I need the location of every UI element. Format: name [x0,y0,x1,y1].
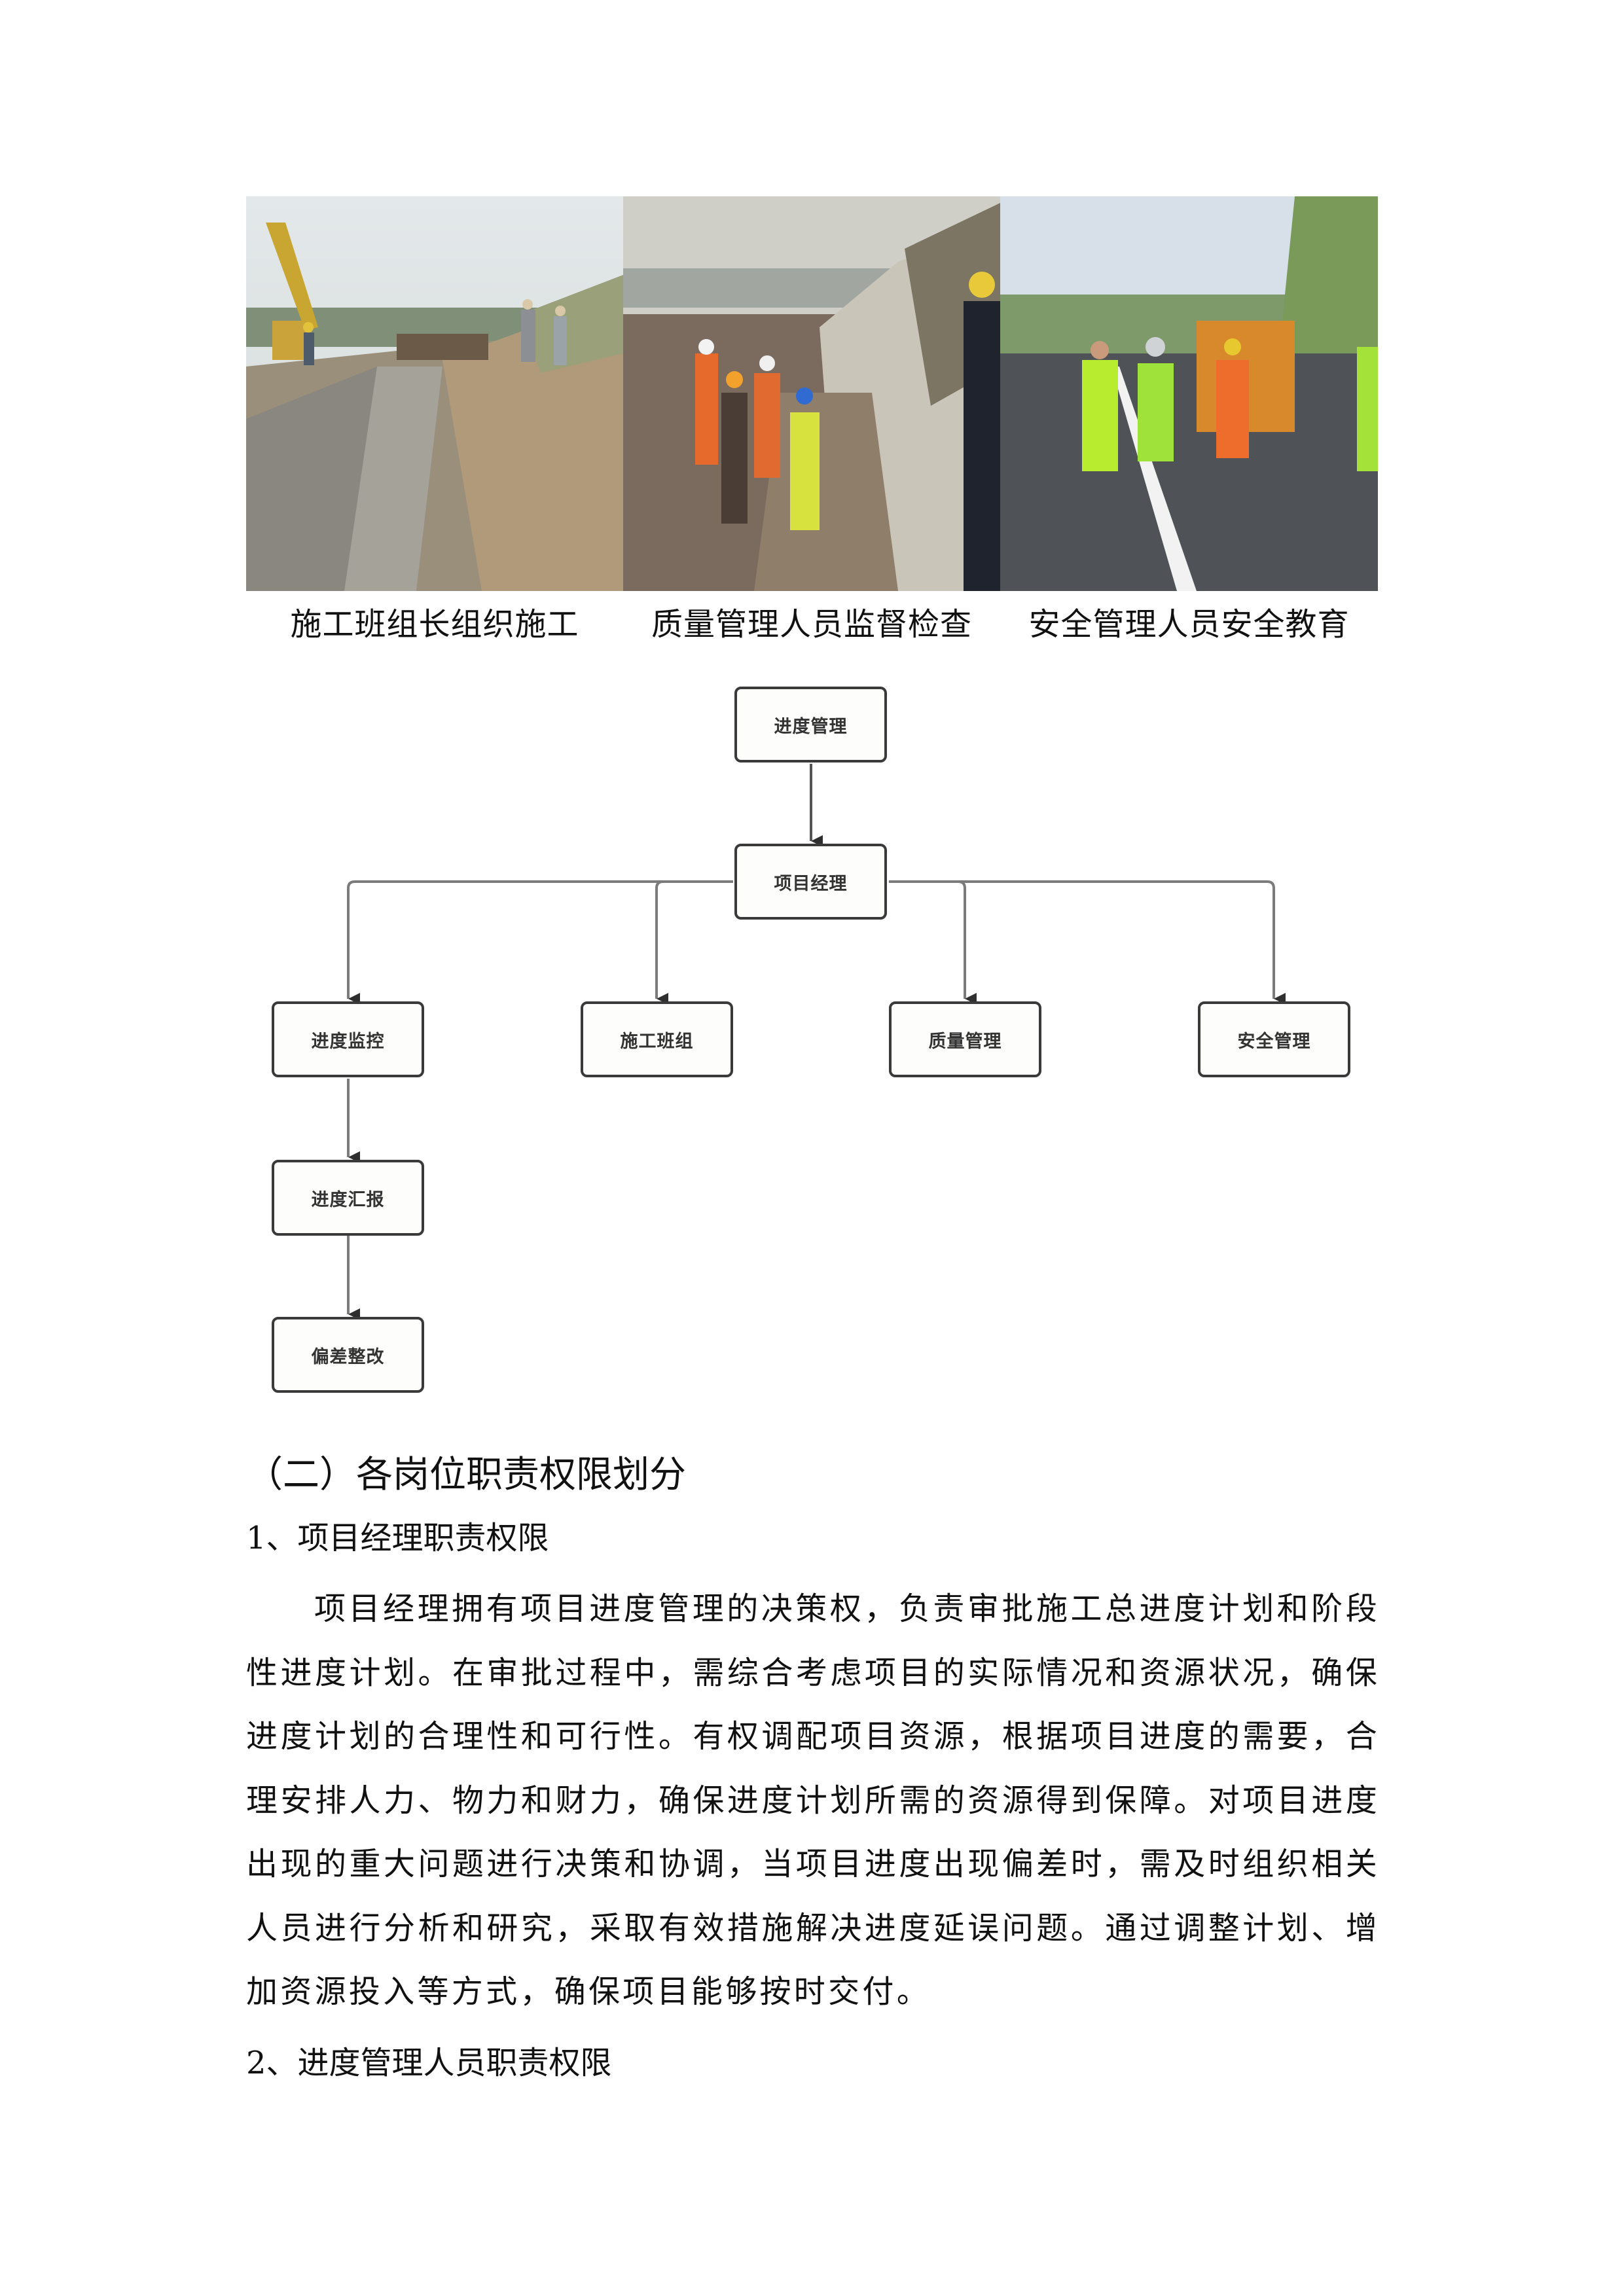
diagram-node-progress-report: 进度汇报 [272,1160,424,1236]
body-paragraph: 项目经理拥有项目进度管理的决策权，负责审批施工总进度计划和阶段性进度计划。在审批… [246,1590,1380,2010]
subsection-title: 1、项目经理职责权限 [246,1520,549,1556]
construction-photo-graphic [246,196,623,591]
photo-quality-inspection [623,196,1000,591]
section-heading: （二）各岗位职责权限划分 [246,1454,686,1496]
photo-caption: 安全管理人员安全教育 [1028,606,1350,643]
diagram-node-safety-management: 安全管理 [1198,1001,1350,1077]
diagram-node-quality-management: 质量管理 [889,1001,1041,1077]
photo-caption: 施工班组长组织施工 [290,606,579,643]
photo-construction-team [246,196,623,591]
diagram-node-construction-team: 施工班组 [581,1001,733,1077]
diagram-node-manager: 项目经理 [734,844,887,920]
inspection-photo-graphic [623,196,1000,591]
photo-caption: 质量管理人员监督检查 [651,606,972,643]
photo-safety-education [1000,196,1378,591]
diagram-node-deviation-correction: 偏差整改 [272,1317,424,1393]
diagram-node-root: 进度管理 [734,687,887,762]
subsection-title: 2、进度管理人员职责权限 [246,2045,612,2081]
safety-photo-graphic [1000,196,1378,591]
diagram-node-progress-monitoring: 进度监控 [272,1001,424,1077]
